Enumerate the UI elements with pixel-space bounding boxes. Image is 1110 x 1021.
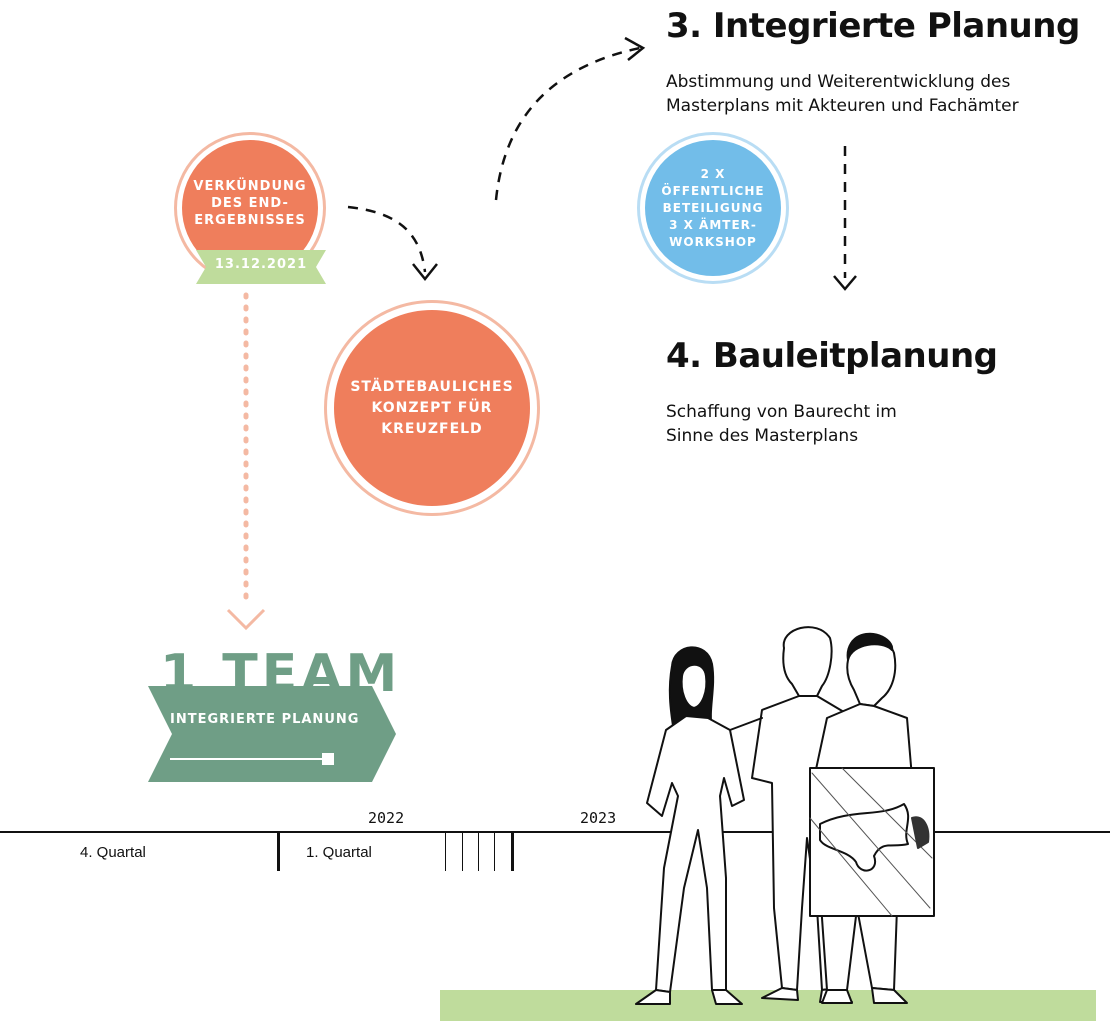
timeline-tick-2 [462, 831, 463, 871]
people-holding-map-illustration [635, 626, 935, 1005]
step3-description-line2: Masterplans mit Akteuren und Fachämter [666, 96, 1019, 116]
arrow-announcement-to-concept [347, 205, 427, 273]
step3-title: 3. Integrierte Planung [666, 6, 1080, 46]
timeline-divider-q4 [277, 831, 280, 871]
announcement-line1: VERKÜNDUNG [193, 178, 307, 194]
concept-circle: STÄDTEBAULICHES KONZEPT FÜR KREUZFELD [334, 310, 530, 506]
concept-line2: KONZEPT FÜR [371, 399, 493, 416]
team-arrow-banner [148, 686, 396, 782]
concept-line3: KREUZFELD [381, 420, 483, 437]
timeline-tick-3 [478, 831, 479, 871]
announcement-line2: DES END- [211, 195, 289, 211]
arrow-head-step4 [833, 275, 857, 291]
arrow-to-step3 [494, 46, 641, 201]
announcement-date: 13.12.2021 [214, 257, 308, 272]
participation-line3: BETEILIGUNG [662, 200, 764, 215]
date-ribbon [196, 250, 326, 284]
step4-description: Schaffung von Baurecht im Sinne des Mast… [666, 400, 897, 448]
year-2023-label: 2023 [580, 809, 617, 827]
arrow-head-concept [412, 263, 438, 282]
participation-line4: 3 X ÄMTER- [669, 217, 757, 232]
quarter-1-label: 1. Quartal [306, 844, 372, 861]
participation-line5: WORKSHOP [669, 234, 757, 249]
step3-description: Abstimmung und Weiterentwicklung des Mas… [666, 70, 1019, 118]
step4-description-line1: Schaffung von Baurecht im [666, 402, 897, 422]
team-subtitle: INTEGRIERTE PLANUNG [170, 712, 360, 727]
timeline-tick-4 [494, 831, 495, 871]
announcement-line3: ERGEBNISSES [194, 212, 306, 228]
timeline-divider-q1 [511, 831, 514, 871]
arrow-head-step3 [624, 36, 646, 61]
step4-description-line2: Sinne des Masterplans [666, 426, 859, 446]
participation-line2: ÖFFENTLICHE [661, 183, 765, 198]
arrow-head-team [226, 608, 266, 631]
participation-circle: 2 X ÖFFENTLICHE BETEILIGUNG 3 X ÄMTER- W… [645, 140, 781, 276]
quarter-4-label: 4. Quartal [80, 844, 146, 861]
timeline-axis [0, 831, 1110, 833]
step4-title: 4. Bauleitplanung [666, 336, 998, 376]
step3-description-line1: Abstimmung und Weiterentwicklung des [666, 72, 1011, 92]
concept-line1: STÄDTEBAULICHES [350, 378, 514, 395]
year-2022-label: 2022 [368, 809, 405, 827]
participation-line1: 2 X [700, 166, 726, 181]
timeline-tick-1 [445, 831, 446, 871]
